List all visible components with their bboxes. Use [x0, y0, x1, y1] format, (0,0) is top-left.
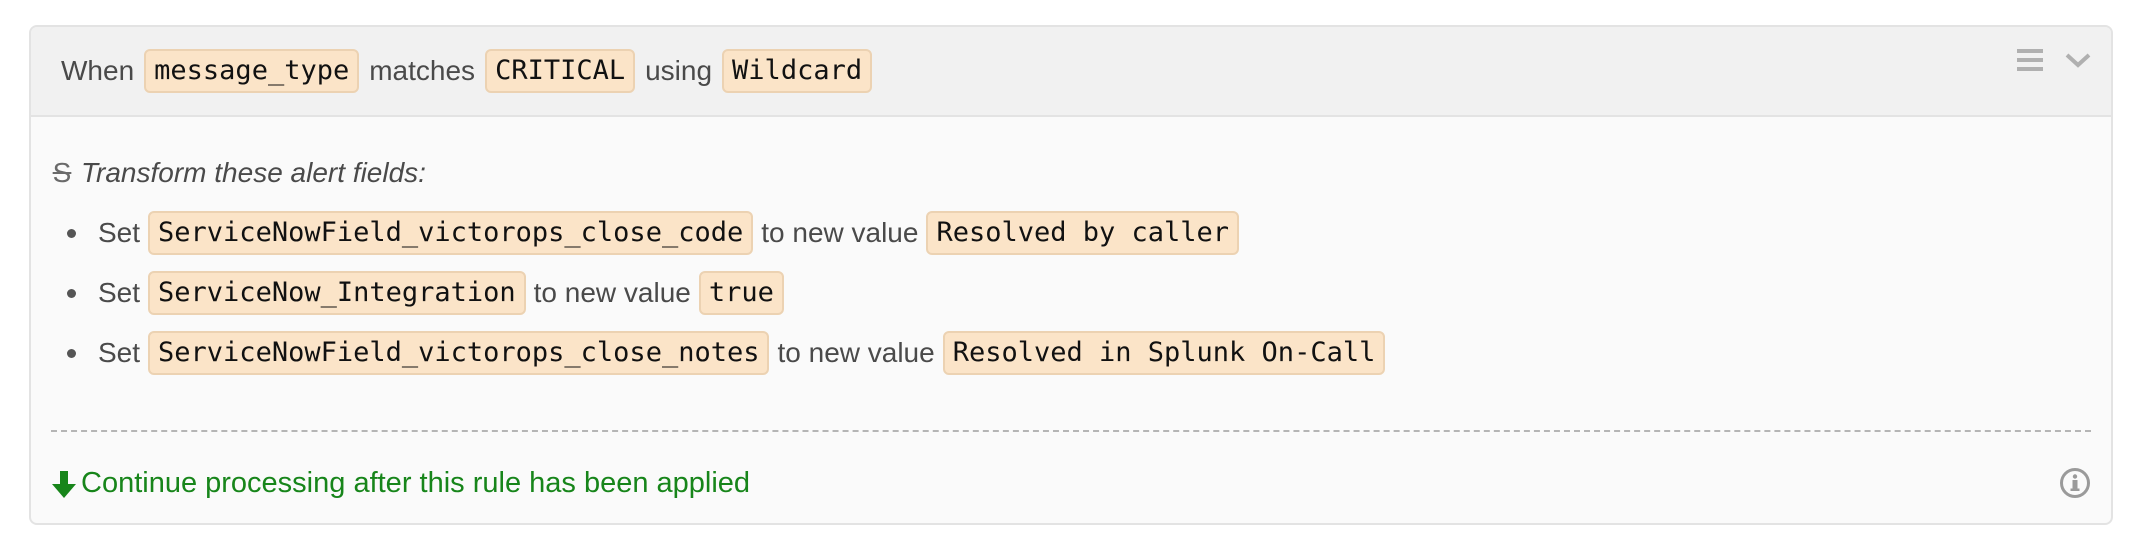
list-item: Set ServiceNowField_victorops_close_note… [67, 323, 2111, 383]
bullet [67, 288, 76, 298]
arrow-down-icon [52, 470, 76, 498]
rule-condition-header: When message_type matches CRITICAL using… [31, 27, 2111, 117]
condition-value-chip: CRITICAL [485, 49, 636, 93]
match-type-chip: Wildcard [722, 49, 873, 93]
header-actions [2017, 49, 2091, 71]
bullet [67, 228, 76, 238]
menu-icon[interactable] [2017, 49, 2043, 71]
continue-processing-note: Continue processing after this rule has … [51, 467, 750, 500]
chevron-down-icon[interactable] [2065, 50, 2091, 70]
value-chip: Resolved by caller [926, 211, 1240, 255]
matches-label: matches [369, 55, 476, 86]
set-label: Set [98, 277, 141, 308]
value-chip: true [698, 271, 784, 315]
list-item: Set ServiceNowField_victorops_close_code… [67, 203, 2111, 263]
condition-row: When message_type matches CRITICAL using… [61, 49, 873, 93]
value-chip: Resolved in Splunk On-Call [942, 331, 1386, 375]
continue-processing-text: Continue processing after this rule has … [81, 467, 751, 499]
rule-card: When message_type matches CRITICAL using… [29, 25, 2113, 525]
list-item: Set ServiceNow_Integration to new value … [67, 263, 2111, 323]
transform-heading: S Transform these alert fields: [49, 157, 2111, 189]
dashed-divider [51, 430, 2091, 432]
field-chip: ServiceNow_Integration [148, 271, 526, 315]
condition-field-chip: message_type [144, 49, 360, 93]
info-icon[interactable] [2059, 467, 2091, 499]
set-label: Set [98, 217, 141, 248]
field-chip: ServiceNowField_victorops_close_code [148, 211, 754, 255]
to-new-value-label: to new value [777, 337, 935, 368]
rule-body: S Transform these alert fields: Set Serv… [31, 117, 2111, 383]
strikethrough-s-icon: S [52, 157, 72, 188]
to-new-value-label: to new value [761, 217, 919, 248]
using-label: using [645, 55, 713, 86]
field-chip: ServiceNowField_victorops_close_notes [148, 331, 770, 375]
set-label: Set [98, 337, 141, 368]
transform-title: Transform these alert fields: [81, 157, 426, 188]
bullet [67, 348, 76, 358]
when-label: When [61, 55, 135, 86]
to-new-value-label: to new value [533, 277, 691, 308]
transform-actions-list: Set ServiceNowField_victorops_close_code… [49, 203, 2111, 383]
